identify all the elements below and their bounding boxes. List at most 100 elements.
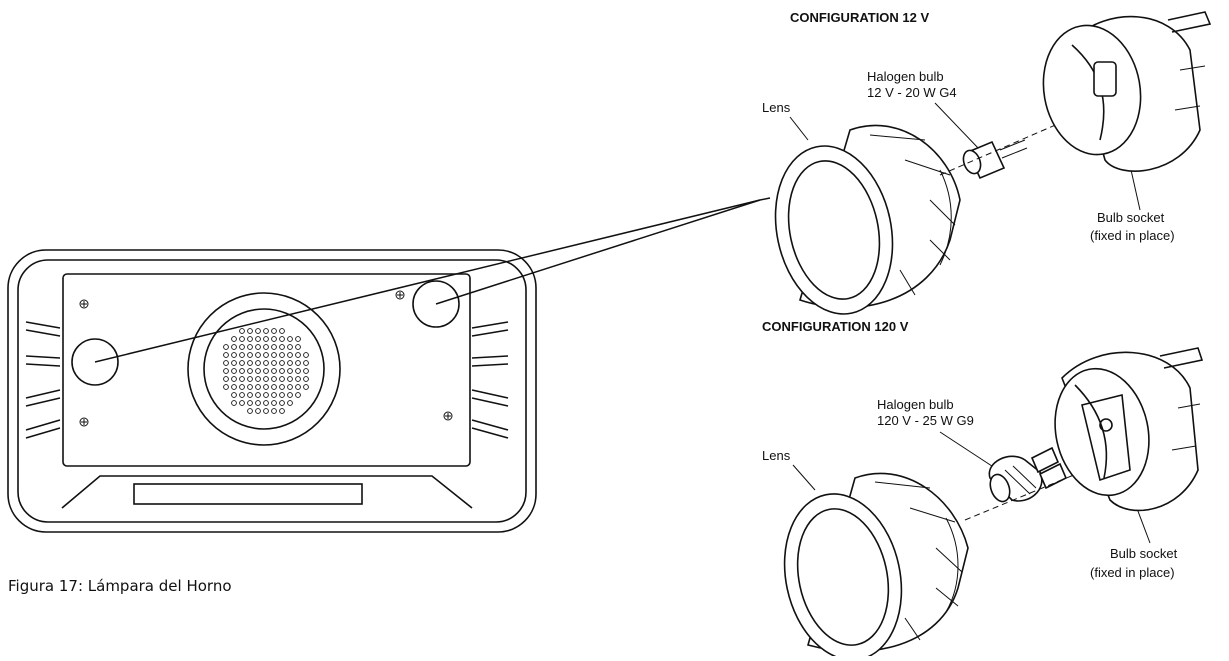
fan-hole — [287, 360, 293, 366]
fan-hole — [271, 376, 277, 382]
fan-hole — [303, 384, 309, 390]
fan-hole — [255, 384, 261, 390]
panel-screws — [79, 290, 453, 427]
fan-hole — [263, 392, 269, 398]
fan-hole — [287, 376, 293, 382]
oven-bottom-slot — [133, 483, 363, 505]
fan-hole — [287, 392, 293, 398]
fan-hole — [231, 360, 237, 366]
fan-hole — [303, 360, 309, 366]
fan-hole — [263, 368, 269, 374]
fan-hole — [231, 376, 237, 382]
right-rack-guides — [471, 321, 509, 439]
fan-hole — [223, 384, 229, 390]
fan-hole — [263, 352, 269, 358]
fan-hole — [295, 352, 301, 358]
fan-hole — [279, 328, 285, 334]
fan-hole — [231, 392, 237, 398]
fan-hole — [279, 408, 285, 414]
config-120v-title: CONFIGURATION 120 V — [762, 319, 909, 334]
fan-hole — [271, 408, 277, 414]
socket-120v-label-line1: Bulb socket — [1110, 546, 1178, 561]
fan-hole — [279, 360, 285, 366]
fan-hole — [247, 368, 253, 374]
fan-hole — [271, 328, 277, 334]
fan-hole — [255, 344, 261, 350]
fan-hole — [247, 360, 253, 366]
fan-perforations — [223, 328, 309, 414]
fan-hole — [223, 376, 229, 382]
fan-hole — [223, 352, 229, 358]
configuration-120v: CONFIGURATION 120 V Halogen bulb 120 V -… — [762, 319, 1204, 661]
fan-hole — [247, 400, 253, 406]
fan-hole — [295, 368, 301, 374]
fan-hole — [287, 352, 293, 358]
fan-hole — [295, 336, 301, 342]
fan-hole — [247, 376, 253, 382]
fan-hole — [287, 368, 293, 374]
fan-hole — [239, 392, 245, 398]
bulb-120v-label-line1: Halogen bulb — [877, 397, 954, 412]
fan-hole — [279, 400, 285, 406]
fan-hole — [247, 328, 253, 334]
fan-hole — [223, 368, 229, 374]
fan-hole — [255, 336, 261, 342]
fan-hole — [247, 408, 253, 414]
lens-120v — [783, 472, 969, 661]
lens-120v-label: Lens — [762, 448, 791, 463]
oven-bottom-tray — [61, 475, 473, 509]
fan-hole — [239, 352, 245, 358]
left-rack-guides — [25, 321, 61, 439]
fan-hole — [279, 376, 285, 382]
fan-hole — [263, 336, 269, 342]
fan-hole — [231, 352, 237, 358]
fan-hole — [271, 352, 277, 358]
fan-hole — [239, 336, 245, 342]
fan-hole — [295, 392, 301, 398]
fan-hole — [271, 400, 277, 406]
fan-hole — [255, 352, 261, 358]
fan-hole — [263, 408, 269, 414]
fan-hole — [239, 400, 245, 406]
fan-hole — [303, 376, 309, 382]
bulb-socket-12v — [1042, 11, 1212, 172]
fan-hole — [263, 360, 269, 366]
fan-hole — [295, 344, 301, 350]
leader-lines — [94, 197, 771, 363]
config-12v-title: CONFIGURATION 12 V — [790, 10, 929, 25]
fan-hole — [295, 384, 301, 390]
fan-hole — [239, 328, 245, 334]
fan-hole — [287, 400, 293, 406]
fan-cover-inner — [203, 308, 325, 430]
fan-hole — [231, 368, 237, 374]
fan-hole — [255, 400, 261, 406]
fan-hole — [231, 336, 237, 342]
fan-hole — [247, 384, 253, 390]
oven-cavity — [7, 249, 537, 533]
fan-hole — [255, 368, 261, 374]
fan-hole — [279, 392, 285, 398]
fan-hole — [247, 352, 253, 358]
configuration-12v: CONFIGURATION 12 V Halogen bulb 12 V - 2… — [762, 10, 1212, 315]
fan-hole — [303, 368, 309, 374]
fan-hole — [263, 328, 269, 334]
fan-hole — [231, 344, 237, 350]
fan-hole — [247, 392, 253, 398]
bulb-12v-label-line2: 12 V - 20 W G4 — [867, 85, 957, 100]
fan-hole — [271, 360, 277, 366]
lens-12v — [774, 124, 961, 315]
socket-12v-label-line1: Bulb socket — [1097, 210, 1165, 225]
fan-hole — [239, 376, 245, 382]
right-lamp-lens — [412, 280, 460, 328]
fan-hole — [231, 384, 237, 390]
socket-12v-label-line2: (fixed in place) — [1090, 228, 1175, 243]
fan-hole — [279, 384, 285, 390]
socket-120v-label-line2: (fixed in place) — [1090, 565, 1175, 580]
fan-hole — [295, 360, 301, 366]
fan-hole — [263, 400, 269, 406]
bulb-120v-label-line2: 120 V - 25 W G9 — [877, 413, 974, 428]
halogen-bulb-120v — [988, 446, 1068, 503]
fan-hole — [271, 344, 277, 350]
fan-hole — [271, 392, 277, 398]
